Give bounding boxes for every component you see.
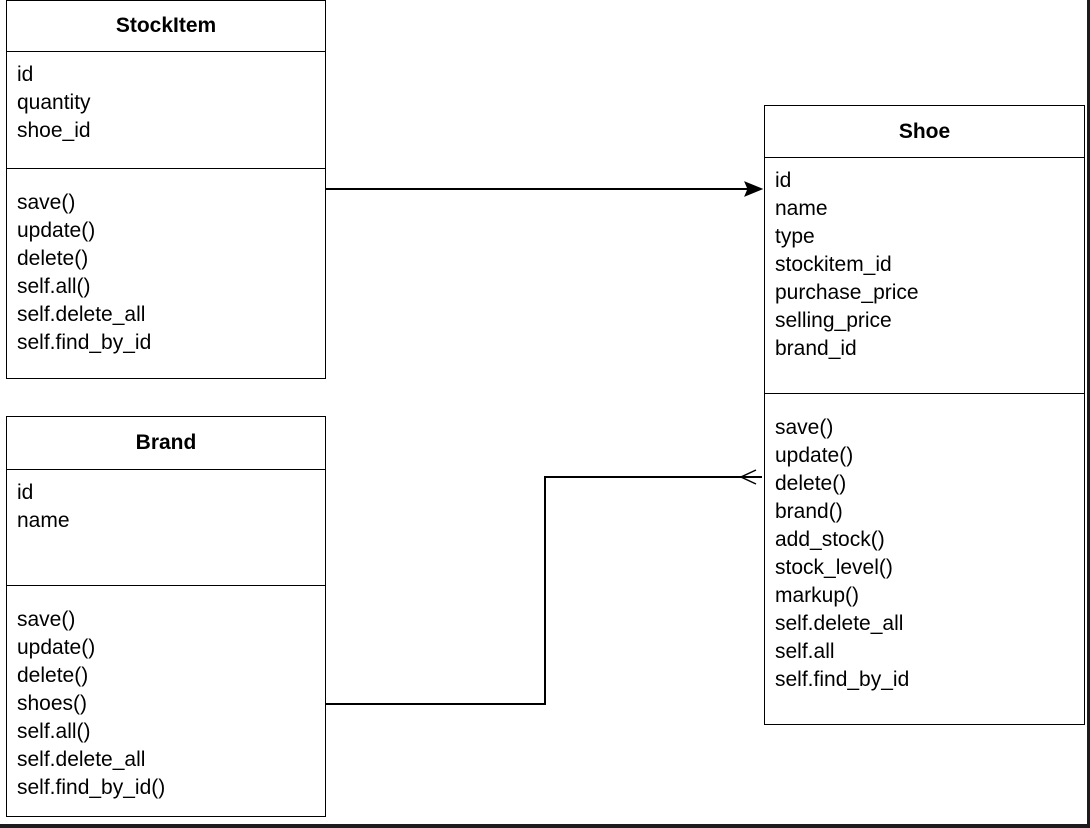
attribute: stockitem_id [775,253,892,276]
class-stockitem[interactable]: StockItem id quantity shoe_id save() update… [6,0,326,379]
method: markup() [775,584,860,607]
class-brand-methods: save() update() delete() shoes() self.all() s… [7,586,325,816]
method: update() [775,444,854,467]
attribute: id [17,63,34,86]
method: shoes() [17,692,88,715]
class-shoe-name: Shoe [765,106,1084,158]
attribute: shoe_id [17,119,91,142]
method: delete() [775,472,847,495]
method: self.delete_all [17,748,146,771]
method: self.find_by_id() [17,776,166,799]
method: save() [775,416,834,439]
method: save() [17,608,76,631]
class-stockitem-name: StockItem [7,1,325,52]
class-brand-attributes: id name [7,470,325,586]
relation-stockitem-to-shoe [326,181,764,197]
method: self.delete_all [17,303,146,326]
class-brand-name: Brand [7,417,325,470]
class-brand[interactable]: Brand id name save() update() delete() shoes… [6,416,326,817]
relation-brand-to-shoe [326,469,762,705]
attribute: quantity [17,91,91,114]
attribute: type [775,225,815,248]
method: delete() [17,247,89,270]
method: self.delete_all [775,612,904,635]
method: save() [17,191,76,214]
method: self.find_by_id [775,668,910,691]
attribute: purchase_price [775,281,919,304]
method: update() [17,636,96,659]
attribute: name [775,197,828,220]
filled-arrowhead-icon [744,181,764,197]
method: self.all() [17,275,91,298]
attribute: id [17,481,34,504]
method: self.find_by_id [17,331,152,354]
class-shoe-methods: save() update() delete() brand() add_stock()… [765,394,1084,724]
method: brand() [775,500,843,523]
method: self.all [775,640,835,663]
class-stockitem-attributes: id quantity shoe_id [7,52,325,169]
method: add_stock() [775,528,885,551]
open-arrowhead-icon [739,469,757,485]
attribute: selling_price [775,309,892,332]
method: self.all() [17,720,91,743]
attribute: id [775,169,792,192]
method: delete() [17,664,89,687]
method: stock_level() [775,556,893,579]
class-stockitem-methods: save() update() delete() self.all() self.del… [7,169,325,378]
attribute: name [17,509,70,532]
class-shoe[interactable]: Shoe id name type stockitem_id purchase_pric… [764,105,1085,725]
relation-brand-shoe-line [326,476,762,705]
attribute: brand_id [775,337,857,360]
method: update() [17,219,96,242]
